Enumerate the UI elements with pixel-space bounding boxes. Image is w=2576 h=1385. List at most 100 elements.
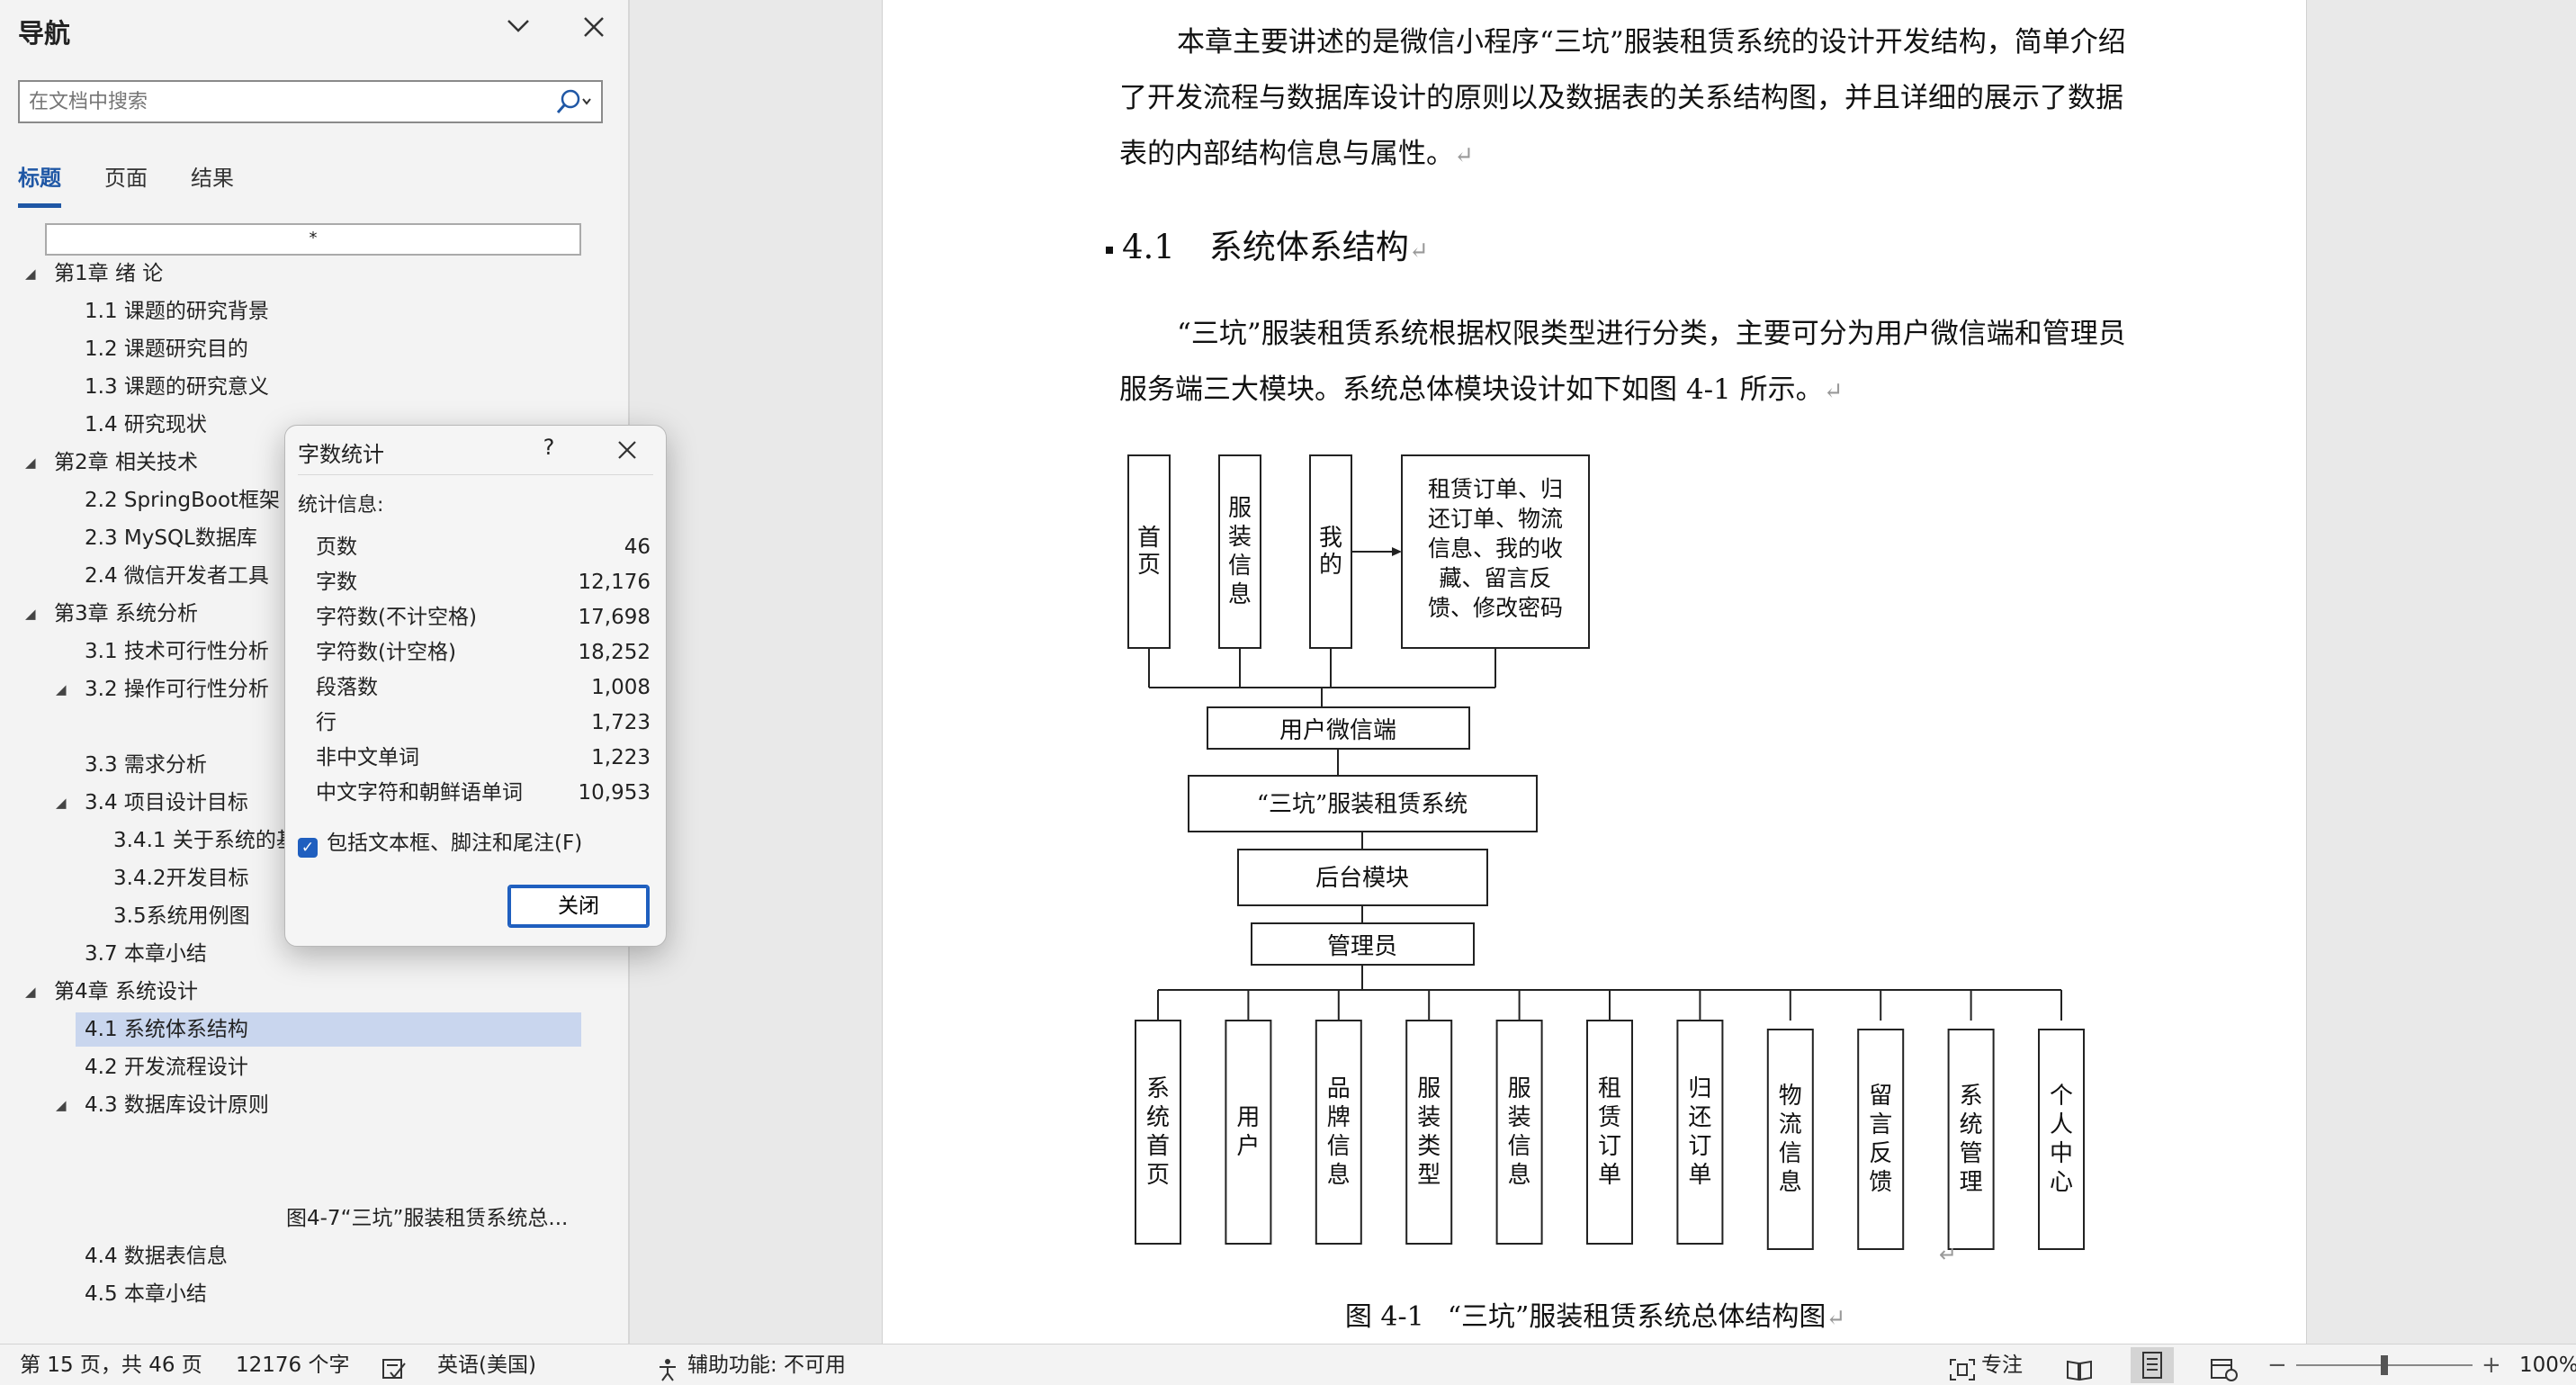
- outline-start-marker[interactable]: *: [45, 223, 581, 256]
- heading-tree-item[interactable]: 2.3 MySQL数据库: [85, 526, 257, 550]
- word-count-indicator[interactable]: 12176 个字: [236, 1354, 350, 1377]
- close-button[interactable]: 关闭: [507, 885, 650, 928]
- heading-tree-item[interactable]: 3.4.1 关于系统的基: [113, 829, 297, 852]
- system-label: “三坑”服装租赁系统: [1257, 791, 1468, 818]
- diagram-label-char: 用: [1236, 1104, 1260, 1131]
- expand-caret-icon[interactable]: ◢: [25, 606, 36, 622]
- diagram-label-char: 类: [1417, 1133, 1441, 1160]
- paragraph-mark: ↵: [1939, 1242, 1957, 1267]
- stat-label: 中文字符和朝鲜语单词: [316, 781, 523, 805]
- expand-caret-icon[interactable]: ◢: [56, 1097, 67, 1113]
- read-mode-icon[interactable]: [2066, 1354, 2093, 1385]
- expand-caret-icon[interactable]: ◢: [56, 681, 67, 697]
- heading-tree-item[interactable]: 3.5系统用例图: [113, 904, 250, 928]
- search-icon[interactable]: [551, 85, 594, 118]
- zoom-out-button[interactable]: −: [2267, 1352, 2287, 1379]
- diagram-label-char: 服: [1228, 495, 1252, 522]
- zoom-slider-thumb[interactable]: [2381, 1355, 2388, 1375]
- chevron-down-icon[interactable]: [500, 11, 536, 47]
- heading-tree-item[interactable]: 4.5 本章小结: [85, 1282, 207, 1306]
- dialog-close-icon[interactable]: [609, 429, 645, 470]
- diagram-label-char: 统: [1960, 1111, 1983, 1138]
- expand-caret-icon[interactable]: ◢: [25, 265, 36, 282]
- diagram-label-char: 信: [1508, 1133, 1531, 1160]
- diagram-label-char: 页: [1146, 1162, 1170, 1189]
- heading-tree-item[interactable]: 1.3 课题的研究意义: [85, 375, 269, 399]
- zoom-in-button[interactable]: +: [2482, 1352, 2501, 1379]
- tab-results[interactable]: 结果: [191, 166, 234, 191]
- heading-tree-item[interactable]: 4.4 数据表信息: [85, 1245, 228, 1268]
- search-input[interactable]: [29, 87, 533, 116]
- zoom-level[interactable]: 100%: [2519, 1354, 2576, 1377]
- expand-caret-icon[interactable]: ◢: [56, 795, 67, 811]
- heading-tree-item[interactable]: 3.7 本章小结: [85, 942, 207, 966]
- expand-caret-icon[interactable]: ◢: [25, 454, 36, 471]
- heading-tree-item[interactable]: 4.2 开发流程设计: [85, 1056, 248, 1079]
- document-page[interactable]: 本章主要讲述的是微信小程序“三坑”服装租赁系统的设计开发结构，简单介绍了开发流程…: [882, 0, 2307, 1344]
- diagram-label-char: 息: [1228, 581, 1252, 608]
- diagram-label-char: 信: [1779, 1140, 1802, 1167]
- heading-tree-item[interactable]: 第3章 系统分析: [54, 602, 198, 625]
- checkmark-icon[interactable]: ✓: [298, 838, 318, 858]
- heading-tree-item[interactable]: 3.4.2开发目标: [113, 867, 249, 890]
- dialog-divider: [298, 474, 653, 475]
- checkbox-label: 包括文本框、脚注和尾注(F): [327, 832, 583, 855]
- heading-tree-item[interactable]: 2.2 SpringBoot框架: [85, 489, 281, 512]
- accessibility-indicator[interactable]: 辅助功能: 不可用: [687, 1354, 847, 1377]
- diagram-label-char: 个: [2050, 1083, 2073, 1110]
- stat-label: 字符数(不计空格): [316, 606, 477, 629]
- tab-headings[interactable]: 标题: [18, 160, 61, 208]
- accessibility-icon[interactable]: [657, 1354, 682, 1385]
- stat-row: 字符数(计空格)18,252: [316, 635, 651, 670]
- status-bar: 第 15 页，共 46 页 12176 个字 英语(美国) 辅助功能: 不可用 …: [0, 1344, 2576, 1385]
- diagram-label-char: 订: [1688, 1133, 1711, 1160]
- heading-tree-item[interactable]: 图4-7“三坑”服装租赁系统总...: [286, 1207, 569, 1230]
- heading-tree-item[interactable]: 第1章 绪 论: [54, 262, 164, 285]
- language-indicator[interactable]: 英语(美国): [437, 1354, 536, 1377]
- include-textbox-checkbox[interactable]: ✓ 包括文本框、脚注和尾注(F): [298, 825, 582, 858]
- close-icon[interactable]: [576, 11, 612, 47]
- stat-row: 中文字符和朝鲜语单词 10,953: [316, 776, 651, 810]
- body-paragraph: “三坑”服装租赁系统根据权限类型进行分类，主要可分为用户微信端和管理员服务端三大…: [1119, 306, 2145, 419]
- dialog-title: 字数统计: [298, 442, 384, 467]
- stat-label: 字符数(计空格): [316, 641, 456, 664]
- stat-value: 17,698: [578, 606, 651, 629]
- heading-tree-item[interactable]: 3.4 项目设计目标: [85, 791, 248, 814]
- focus-icon[interactable]: [1949, 1354, 1976, 1385]
- diagram-label-char: 系: [1960, 1083, 1983, 1110]
- heading-tree-item[interactable]: 4.3 数据库设计原则: [85, 1093, 269, 1117]
- print-layout-icon[interactable]: [2131, 1347, 2174, 1383]
- heading-tree-item[interactable]: 1.1 课题的研究背景: [85, 300, 269, 323]
- bottom-module-box: [1857, 1029, 1905, 1250]
- bottom-module-box: [1315, 1020, 1362, 1245]
- stat-row: 字符数(不计空格) 17,698: [316, 600, 651, 634]
- module-box: [1127, 454, 1171, 649]
- heading-text: 系统体系结构: [1208, 228, 1409, 266]
- stat-label: 非中文单词: [316, 746, 419, 769]
- heading-tree-item[interactable]: 1.4 研究现状: [85, 413, 207, 436]
- proofing-icon[interactable]: [381, 1354, 407, 1385]
- heading-tree-item[interactable]: 3.1 技术可行性分析: [85, 640, 269, 663]
- web-layout-icon[interactable]: [2210, 1354, 2239, 1385]
- diagram-label-char: 人: [2050, 1111, 2073, 1138]
- help-icon[interactable]: ?: [543, 435, 555, 460]
- heading-tree-item[interactable]: 4.1 系统体系结构: [76, 1012, 581, 1047]
- focus-label[interactable]: 专注: [1981, 1354, 2023, 1377]
- heading-tree-item[interactable]: 3.3 需求分析: [85, 753, 207, 777]
- diagram-label-char: 单: [1598, 1162, 1621, 1189]
- heading-tree-item[interactable]: 2.4 微信开发者工具: [85, 564, 269, 588]
- heading-tree-item[interactable]: 第2章 相关技术: [54, 451, 198, 474]
- diagram-label-char: 装: [1508, 1104, 1531, 1131]
- heading-tree-item[interactable]: 1.2 课题研究目的: [85, 337, 248, 361]
- stat-value: 12,176: [578, 571, 651, 594]
- tab-pages[interactable]: 页面: [104, 166, 148, 191]
- page-indicator[interactable]: 第 15 页，共 46 页: [20, 1354, 202, 1377]
- expand-caret-icon[interactable]: ◢: [25, 984, 36, 1000]
- heading-tree-item[interactable]: 3.2 操作可行性分析: [85, 678, 269, 701]
- stat-value: 1,008: [591, 676, 651, 699]
- heading-tree-item[interactable]: 第4章 系统设计: [54, 980, 198, 1003]
- stat-value: 10,953: [578, 781, 651, 805]
